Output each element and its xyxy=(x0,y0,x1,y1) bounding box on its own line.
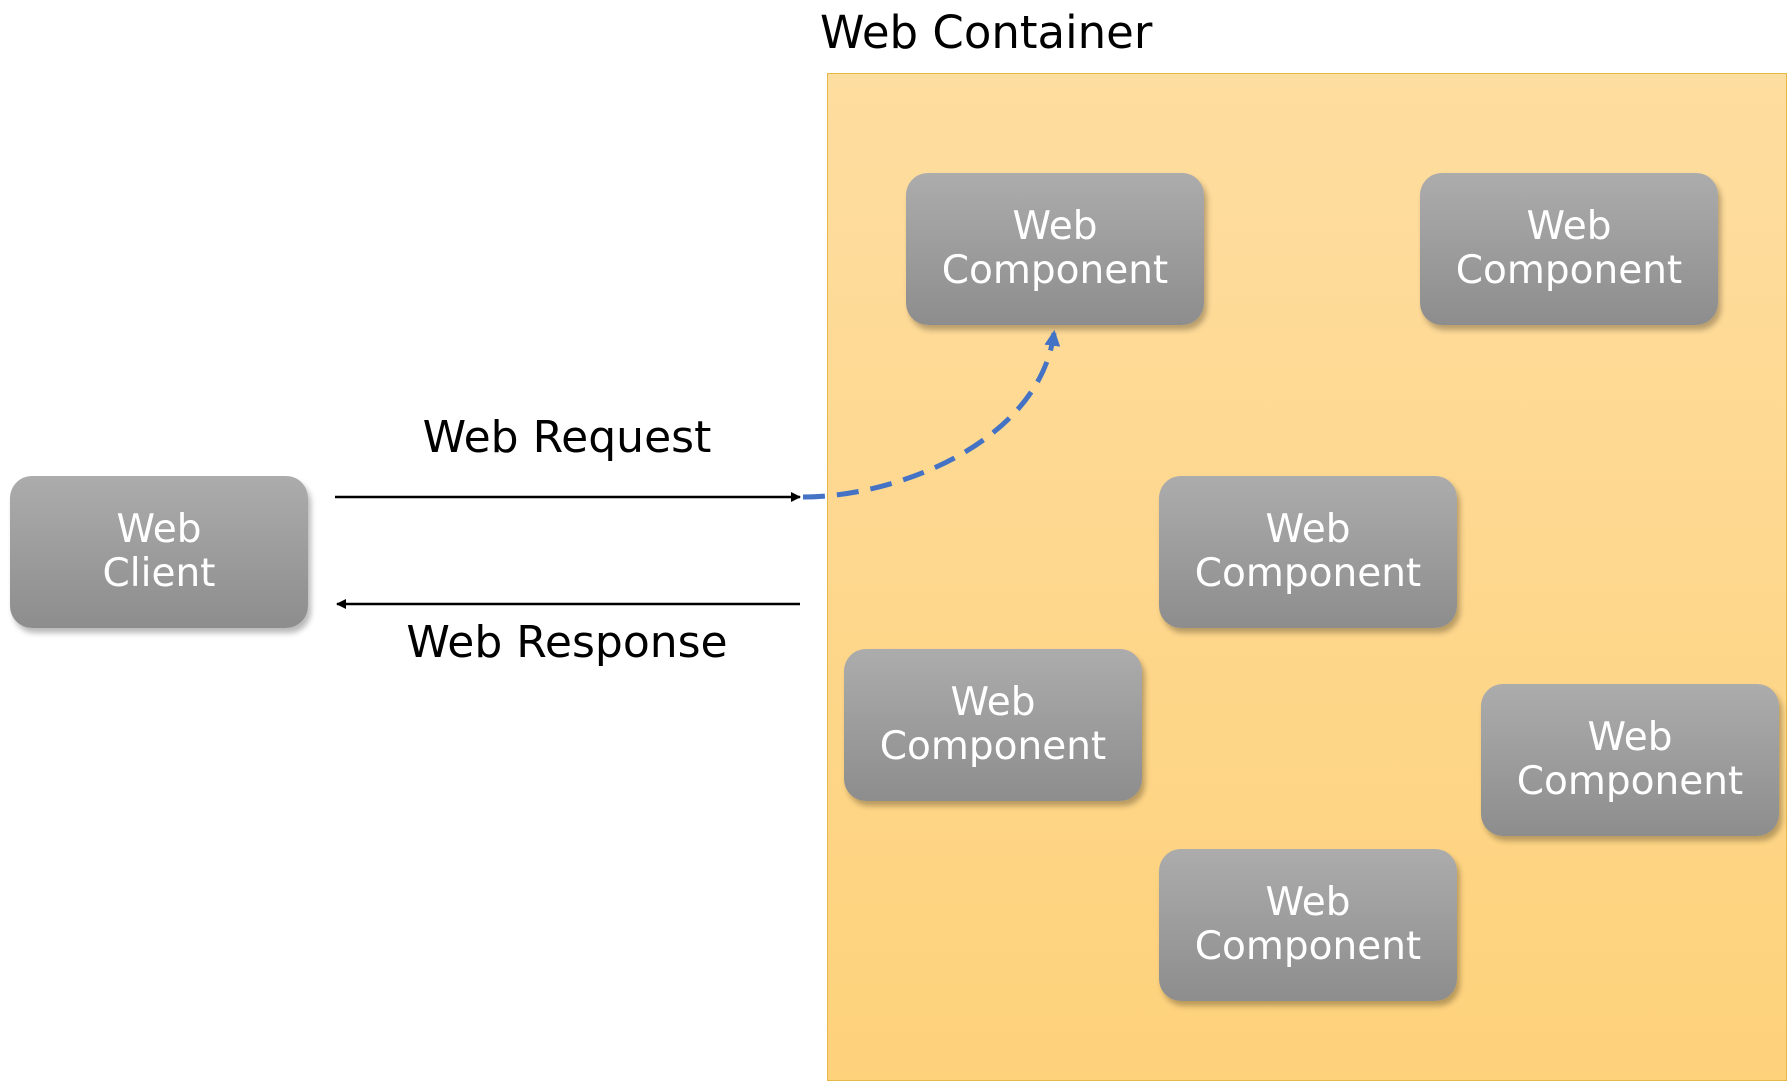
web-component-node-3: Web Component xyxy=(1159,476,1457,628)
web-component-label-line1: Web xyxy=(950,680,1036,725)
web-component-node-4: Web Component xyxy=(844,649,1142,801)
web-component-node-1: Web Component xyxy=(906,173,1204,325)
web-component-label-line1: Web xyxy=(1012,204,1098,249)
web-component-label-line1: Web xyxy=(1587,715,1673,760)
web-component-label-line2: Component xyxy=(1455,248,1683,293)
web-component-label-line1: Web xyxy=(1526,204,1612,249)
web-component-node-5: Web Component xyxy=(1481,684,1779,836)
web-container-title: Web Container xyxy=(820,6,1153,59)
web-component-label-line1: Web xyxy=(1265,880,1351,925)
web-request-label: Web Request xyxy=(422,412,712,463)
web-component-label-line2: Component xyxy=(879,724,1107,769)
web-client-node: Web Client xyxy=(10,476,308,628)
web-component-label-line1: Web xyxy=(1265,507,1351,552)
web-component-node-6: Web Component xyxy=(1159,849,1457,1001)
request-dispatch-arrow xyxy=(802,329,1061,500)
web-component-label-line2: Component xyxy=(1194,924,1422,969)
web-response-label: Web Response xyxy=(406,617,728,668)
web-client-label-line2: Client xyxy=(102,551,216,596)
web-client-label-line1: Web xyxy=(116,507,202,552)
web-component-node-2: Web Component xyxy=(1420,173,1718,325)
web-component-label-line2: Component xyxy=(1194,551,1422,596)
web-component-label-line2: Component xyxy=(1516,759,1744,804)
web-component-label-line2: Component xyxy=(941,248,1169,293)
